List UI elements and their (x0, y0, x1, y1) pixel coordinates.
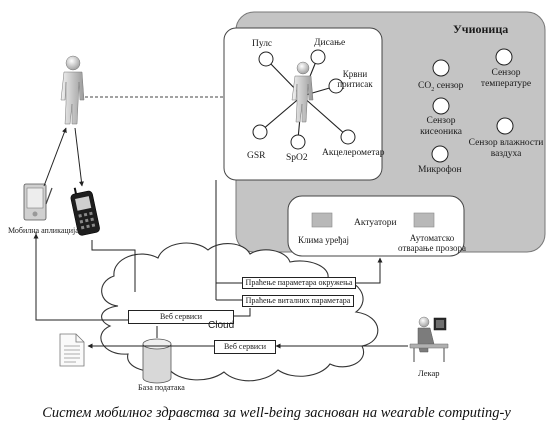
vital-monitoring-box: Праћење виталних параметара (242, 295, 354, 307)
accelerometer-sensor-node (340, 129, 356, 145)
oxygen-sensor-label: Сензор кисеоника (420, 116, 462, 137)
window-label: Аутоматско отварање прозора (398, 233, 467, 253)
figure-caption: Систем мобилног здравства за well-being … (42, 405, 511, 421)
ac-icon (311, 212, 333, 228)
temperature-sensor-label: Сензор температуре (480, 68, 532, 89)
gsr-label: GSR (247, 151, 266, 161)
cloud-label: Cloud (208, 320, 235, 331)
pulse-sensor-node (258, 51, 274, 67)
microphone-sensor-node (431, 145, 449, 163)
blood-pressure-label: Крвни притисак (337, 69, 373, 89)
oxygen-sensor-node (432, 97, 450, 115)
connectors (33, 96, 408, 349)
mobile-phone-icon (70, 187, 100, 236)
room-sensor-nodes (431, 48, 514, 163)
co2-sensor-label: CO2 сензор (418, 81, 464, 93)
breathing-label: Дисање (314, 38, 346, 48)
doctor-icon (409, 316, 449, 362)
humidity-sensor-label: Сензор влажности ваздуха (468, 138, 544, 159)
document-icon (59, 333, 85, 367)
breathing-sensor-node (310, 49, 326, 65)
accelerometer-label: Акцелерометар (322, 148, 385, 158)
ac-label: Клима уређај (298, 235, 350, 245)
gsr-sensor-node (252, 124, 268, 140)
spo2-label: SpO2 (286, 153, 308, 163)
web-services-box-2: Веб сервиси (214, 340, 276, 354)
mobile-app-label: Мобилна апликација (8, 226, 79, 235)
doctor-label: Лекар (418, 368, 440, 378)
person-figure (60, 55, 85, 125)
window-icon (413, 212, 435, 228)
co2-sensor-node (432, 59, 450, 77)
database-label: База података (138, 383, 185, 392)
person-figure-small (291, 61, 314, 123)
pulse-label: Пулс (252, 39, 273, 49)
env-monitoring-box: Праћење параметара окружења (242, 277, 356, 289)
blood-pressure-sensor-node (328, 78, 344, 94)
temperature-sensor-node (495, 48, 513, 66)
actuators-box (287, 195, 465, 257)
classroom-title: Учионица (453, 22, 509, 36)
actuators-title: Актуатори (354, 218, 397, 228)
web-services-box-1: Веб сервиси (128, 310, 234, 324)
humidity-sensor-node (496, 117, 514, 135)
tablet-icon (23, 183, 53, 221)
microphone-label: Микрофон (418, 165, 462, 175)
spo2-sensor-node (290, 134, 306, 150)
body-sensor-nodes (252, 49, 356, 150)
